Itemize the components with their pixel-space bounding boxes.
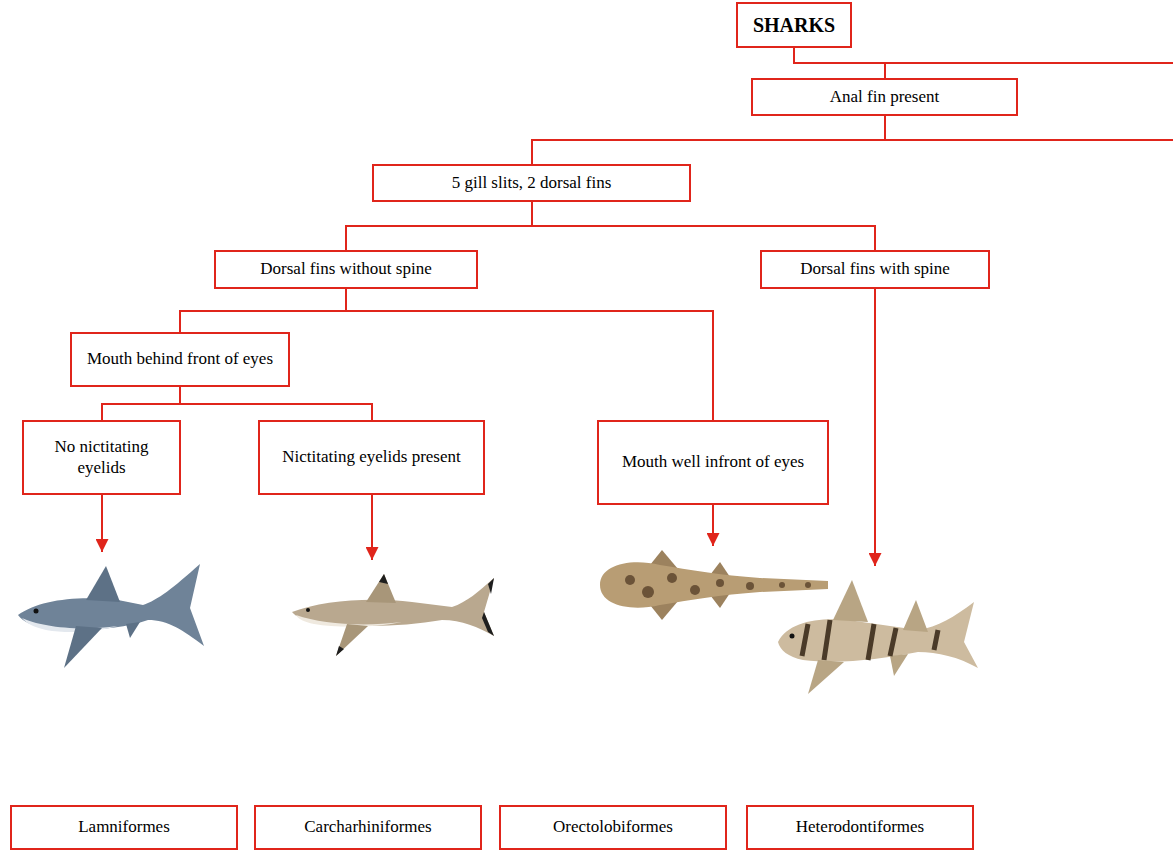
- order-label-box: Heterodontiformes: [746, 805, 974, 850]
- branch-continuation: [794, 62, 1173, 64]
- tree-connector: [102, 387, 180, 420]
- body-spot: [667, 573, 677, 583]
- dorsal-fin: [86, 566, 120, 602]
- pectoral-fin: [64, 626, 102, 668]
- shark-body: [292, 578, 494, 636]
- shark-body: [600, 562, 828, 607]
- body-spot: [625, 575, 635, 585]
- horn-shark: [778, 580, 978, 694]
- picture-pointer-arrow: [874, 289, 876, 566]
- body-spot: [805, 582, 811, 588]
- body-spot: [779, 582, 785, 588]
- order-label-box: Lamniformes: [10, 805, 238, 850]
- root-title: SHARKS: [753, 13, 835, 37]
- body-stripes: [802, 620, 938, 660]
- key-box: Dorsal fins with spine: [760, 250, 990, 289]
- key-box: Dorsal fins without spine: [214, 250, 478, 289]
- shark-eye: [306, 608, 310, 612]
- key-text: No nictitating eyelids: [34, 437, 169, 478]
- key-box: No nictitating eyelids: [22, 420, 181, 495]
- branch-continuation: [885, 139, 1173, 141]
- tree-connector: [346, 202, 532, 250]
- key-box: Mouth behind front of eyes: [70, 332, 290, 387]
- tree-connector: [180, 387, 372, 420]
- order-name: Heterodontiformes: [796, 817, 924, 838]
- mako-shark: [18, 564, 204, 668]
- body-spot: [716, 579, 724, 587]
- key-box: 5 gill slits, 2 dorsal fins: [372, 164, 691, 202]
- pectoral-fin: [808, 660, 844, 694]
- dorsal-fin: [903, 600, 928, 632]
- key-text: Dorsal fins without spine: [260, 259, 431, 280]
- key-box: Nictitating eyelids present: [258, 420, 485, 495]
- body-spot: [690, 585, 700, 595]
- order-name: Lamniformes: [78, 817, 170, 838]
- dorsal-fin: [366, 574, 396, 603]
- body-spot: [746, 582, 754, 590]
- tree-connector: [180, 289, 346, 332]
- key-text: Mouth behind front of eyes: [87, 349, 273, 370]
- key-text: Nictitating eyelids present: [282, 447, 460, 468]
- picture-pointer-arrow: [712, 505, 714, 546]
- shark-eye: [790, 634, 795, 639]
- order-label-box: Carcharhiniformes: [254, 805, 482, 850]
- pelvic-fin: [890, 654, 908, 676]
- blacktip-shark: [292, 574, 494, 656]
- dorsal-fin: [833, 580, 868, 622]
- shark-body: [18, 564, 204, 646]
- wobbegong-shark: [600, 550, 828, 620]
- picture-pointer-arrow: [101, 495, 103, 552]
- black-fin-tip: [336, 646, 344, 656]
- order-name: Orectolobiformes: [553, 817, 673, 838]
- key-box: Mouth well infront of eyes: [597, 420, 829, 505]
- order-label-box: Orectolobiformes: [499, 805, 727, 850]
- tree-connector: [532, 116, 885, 164]
- key-text: Anal fin present: [830, 87, 940, 108]
- key-box: SHARKS: [736, 2, 852, 48]
- body-spot: [642, 586, 654, 598]
- pectoral-fin: [336, 624, 368, 656]
- black-fin-tip: [482, 612, 494, 636]
- key-text: Dorsal fins with spine: [800, 259, 950, 280]
- shark-belly: [22, 618, 118, 632]
- tree-connector: [532, 202, 875, 250]
- key-text: Mouth well infront of eyes: [622, 452, 804, 473]
- pelvic-fin: [126, 622, 140, 638]
- shark-eye: [34, 609, 39, 614]
- tree-connector: [346, 289, 713, 420]
- key-text: 5 gill slits, 2 dorsal fins: [452, 173, 612, 194]
- key-box: Anal fin present: [751, 78, 1018, 116]
- picture-pointer-arrow: [371, 495, 373, 560]
- order-name: Carcharhiniformes: [304, 817, 431, 838]
- black-fin-tip: [488, 578, 494, 594]
- shark-body: [778, 602, 978, 668]
- black-fin-tip: [379, 574, 388, 584]
